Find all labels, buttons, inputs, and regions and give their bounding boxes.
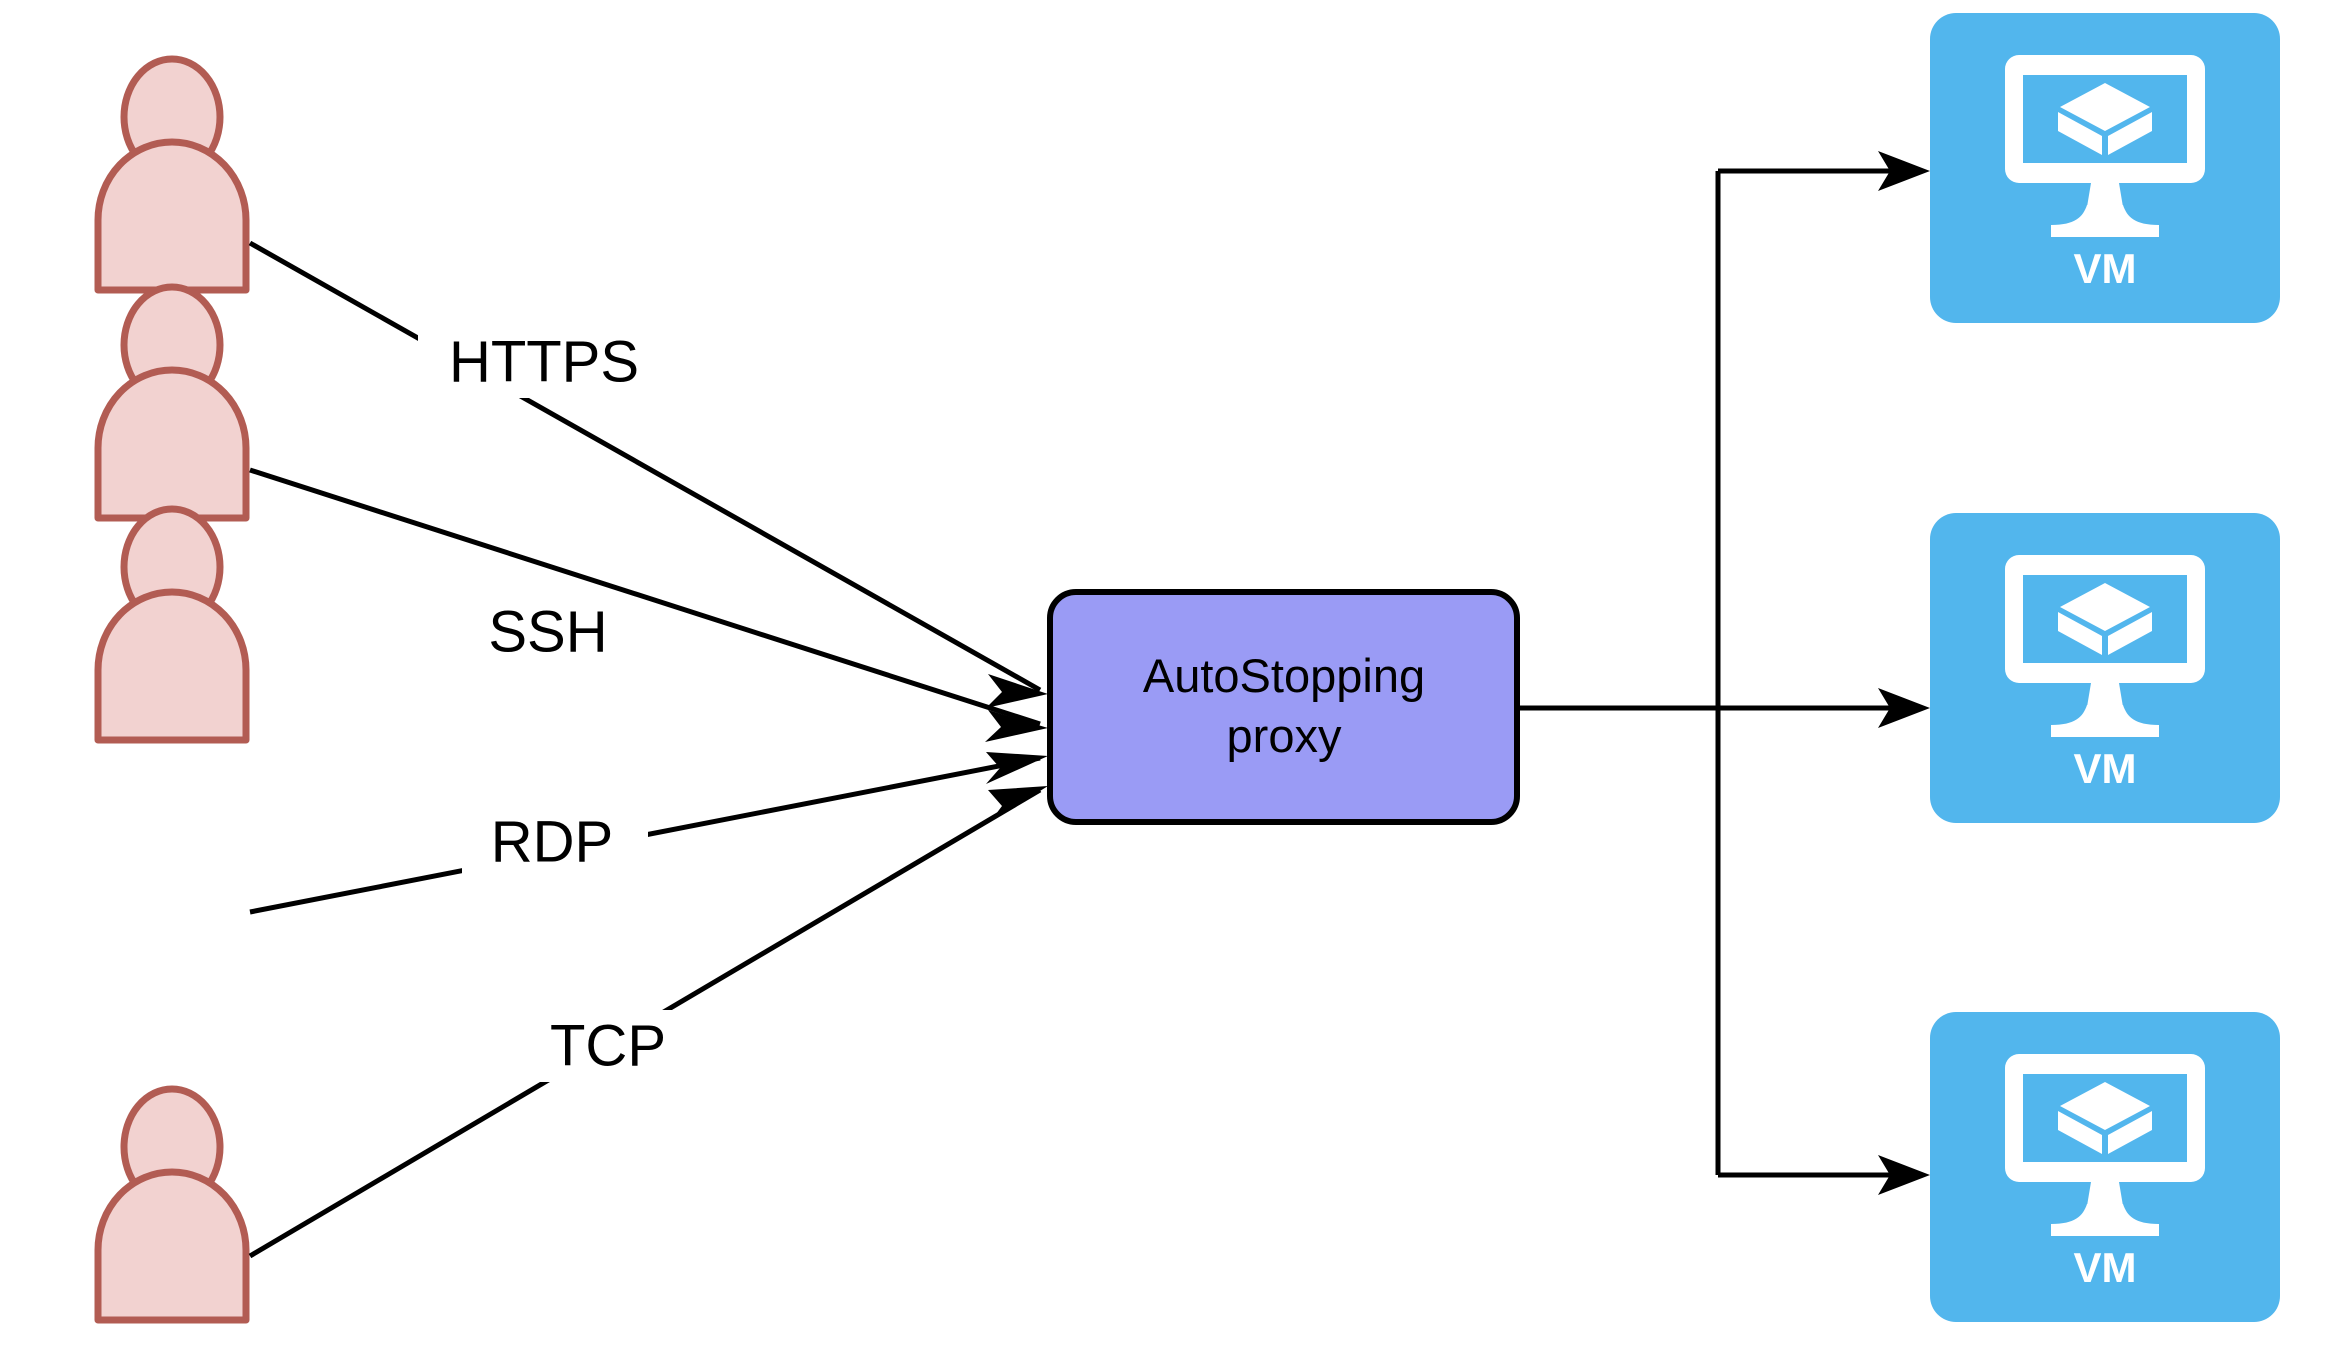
edge-proxy-vm-3[interactable] (1718, 1155, 1930, 1195)
edge-rdp-arrowhead (986, 752, 1048, 784)
user-icon (98, 59, 246, 290)
edge-https-label-bg (418, 326, 670, 398)
edge-https[interactable]: HTTPS (248, 240, 1048, 708)
edge-https-label: HTTPS (449, 329, 639, 394)
edge-tcp-label-bg (520, 1010, 702, 1082)
edge-ssh-label-bg (462, 596, 634, 668)
vm-1-label: VM (2074, 245, 2137, 292)
edge-https-line (248, 240, 1042, 693)
actor-2[interactable] (98, 287, 246, 518)
vm-2-label: VM (2074, 745, 2137, 792)
edge-proxy-vm-2[interactable] (1718, 688, 1930, 728)
edge-https-arrowhead (986, 674, 1048, 708)
vm-3-label: VM (2074, 1244, 2137, 1291)
actor-3[interactable] (98, 509, 246, 740)
edge-tcp-label: TCP (550, 1013, 666, 1078)
user-icon (98, 1089, 246, 1320)
edge-tcp[interactable]: TCP (248, 786, 1048, 1259)
edge-rdp[interactable]: RDP (249, 752, 1048, 915)
actor-4[interactable] (98, 1089, 246, 1320)
edge-proxy-vm-3-arrowhead (1878, 1155, 1930, 1195)
edge-group-proxy-to-vms[interactable] (1517, 151, 1930, 1195)
edge-ssh-line (249, 467, 1041, 727)
vm-3[interactable]: VM (1930, 1012, 2280, 1322)
user-icon (98, 509, 246, 740)
edge-proxy-vm-2-arrowhead (1878, 688, 1930, 728)
edge-tcp-arrowhead (988, 786, 1048, 822)
autostopping-proxy-node[interactable]: AutoStopping proxy (1047, 589, 1520, 825)
edge-ssh-label: SSH (488, 599, 607, 664)
edge-proxy-vm-1[interactable] (1718, 151, 1930, 191)
edge-ssh-arrowhead (985, 710, 1048, 742)
vm-1[interactable]: VM (1930, 13, 2280, 323)
edge-rdp-label: RDP (491, 809, 613, 874)
vm-2[interactable]: VM (1930, 513, 2280, 823)
user-icon (98, 287, 246, 518)
autostopping-proxy-label-line2: proxy (1227, 709, 1342, 762)
autostopping-proxy-box (1047, 589, 1520, 825)
edge-rdp-label-bg (462, 806, 648, 878)
actor-1[interactable] (98, 59, 246, 290)
autostopping-proxy-label-line1: AutoStopping (1143, 649, 1425, 702)
edge-ssh[interactable]: SSH (249, 467, 1048, 742)
edge-proxy-vm-1-arrowhead (1878, 151, 1930, 191)
